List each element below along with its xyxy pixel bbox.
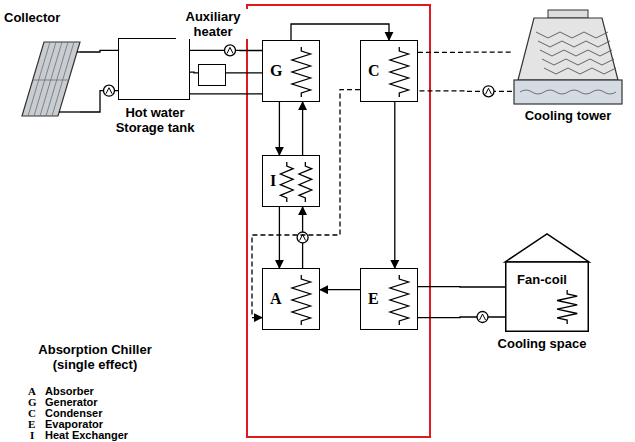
pump-symbol <box>477 312 488 323</box>
pump-symbol <box>480 314 486 320</box>
tower-louvre <box>542 59 614 65</box>
pump-symbol <box>227 47 233 53</box>
tower-louvre <box>544 68 616 74</box>
tower-louvre <box>538 41 610 47</box>
flow-line <box>394 102 395 268</box>
legend-text: Heat Exchanger <box>45 429 128 442</box>
coil-symbol <box>557 290 577 324</box>
legend-title: Absorption Chiller (single effect) <box>20 342 170 372</box>
pump-symbol <box>106 88 112 94</box>
flow-line <box>418 316 505 318</box>
flow-line <box>279 102 280 155</box>
collector-stub <box>77 51 80 52</box>
collector-tube <box>34 42 56 116</box>
flow-line <box>190 71 198 73</box>
coil-symbol <box>292 275 311 325</box>
collector-tube <box>46 42 68 116</box>
flow-line <box>418 286 505 288</box>
pump-symbol <box>225 45 236 56</box>
legend-letter: I <box>30 429 34 442</box>
component-letter: G <box>270 62 282 80</box>
collector-label: Collector <box>4 10 94 25</box>
heater-label: Auxiliary heater <box>176 9 250 39</box>
component-drawing <box>512 8 624 106</box>
fan-stack <box>548 10 588 18</box>
tank-label: Hot water Storage tank <box>110 105 200 135</box>
cooling-space-label: Cooling space <box>491 336 593 351</box>
collector-tube <box>40 42 62 116</box>
flow-line <box>80 50 118 52</box>
component-letter: C <box>368 62 380 80</box>
component-drawing <box>119 39 189 99</box>
flow-line <box>190 93 262 94</box>
house-roof <box>505 234 589 262</box>
collector-tube <box>52 42 74 116</box>
flow-line <box>302 102 303 155</box>
water-line-dashed <box>418 51 512 53</box>
collector-stub <box>59 111 80 112</box>
flow-line <box>279 207 280 268</box>
tower-label: Cooling tower <box>512 108 624 123</box>
coil-symbol <box>292 47 311 97</box>
flow-line <box>291 24 389 40</box>
coil-symbol <box>390 275 409 325</box>
chiller-outline <box>247 5 430 437</box>
generator-box: G <box>262 40 320 102</box>
solar-collector: Collector <box>18 40 80 120</box>
condenser-box: C <box>360 40 418 102</box>
component-drawing <box>18 40 80 120</box>
component-letter: I <box>270 172 276 190</box>
absorber-box: A <box>262 268 320 330</box>
water-surface <box>520 90 616 94</box>
pump-symbol <box>297 232 308 243</box>
collector-panel <box>22 42 80 116</box>
flow-line <box>320 289 360 290</box>
pump-symbol <box>486 88 492 94</box>
heat-exchanger-box: I <box>262 155 320 207</box>
component-letter: A <box>270 290 282 308</box>
auxiliary-heater: Auxiliary heater <box>198 64 226 86</box>
tower-body <box>518 18 618 80</box>
component-letter: E <box>368 290 379 308</box>
flow-line <box>226 72 262 73</box>
evaporator-box: E <box>360 268 418 330</box>
tower-louvre <box>540 50 612 56</box>
water-line-dashed <box>418 90 512 92</box>
coil-symbol <box>390 47 409 97</box>
component-drawing <box>199 65 225 85</box>
tower-louvre <box>536 32 608 38</box>
fan-coil-house: Fan-coilCooling space <box>505 232 589 332</box>
cooling-tower: Cooling tower <box>512 8 624 106</box>
tower-basin <box>514 80 622 104</box>
collector-tube <box>33 80 69 81</box>
collector-tube <box>28 42 50 116</box>
pump-symbol <box>104 85 115 96</box>
coil-symbol <box>280 162 293 202</box>
coil-symbol <box>299 162 312 202</box>
fan-coil-label: Fan-coil <box>505 272 579 287</box>
pump-symbol <box>483 86 494 97</box>
storage-tank: Hot water Storage tank <box>118 38 190 100</box>
house-wall <box>506 262 589 331</box>
